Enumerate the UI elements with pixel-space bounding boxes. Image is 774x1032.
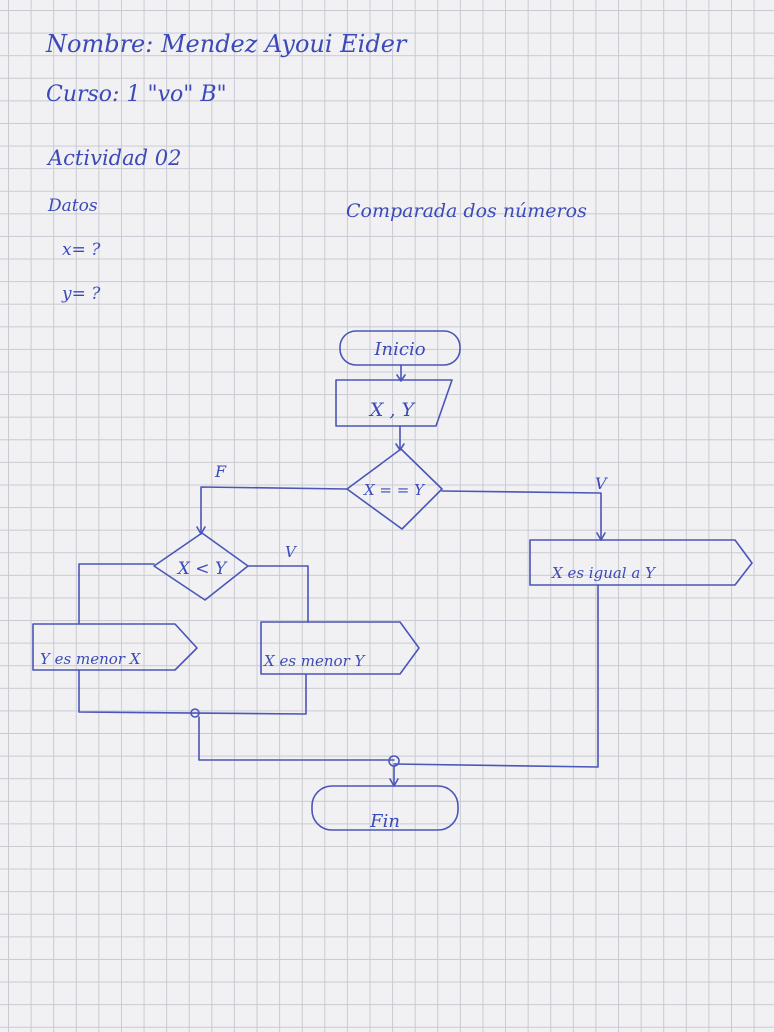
output-equal — [529, 539, 753, 586]
input-block — [335, 379, 453, 427]
decision2-true-label: V — [285, 543, 298, 561]
data-label: Datos — [48, 196, 98, 216]
course: Curso: 1 "vo" B" — [46, 82, 227, 107]
input-label: X , Y — [368, 399, 417, 421]
decision-x-equals-y — [346, 448, 443, 530]
y-data: y= ? — [62, 284, 101, 304]
end-terminator — [311, 785, 459, 831]
output-x-less — [260, 621, 420, 675]
x-data: x= ? — [62, 240, 101, 260]
decision1-label: X = = Y — [363, 481, 426, 499]
exercise-title: Comparada dos números — [346, 200, 587, 222]
decision2-label: X < Y — [176, 559, 228, 579]
decision1-false-label: F — [214, 462, 227, 481]
output-y-less — [32, 623, 198, 671]
student-name: Nombre: Mendez Ayoui Eider — [46, 30, 407, 58]
activity-title: Actividad 02 — [48, 146, 182, 170]
output-equal-label: X es igual a Y — [551, 564, 657, 582]
end-label: Fin — [369, 811, 400, 832]
output-x-less-label: X es menor Y — [263, 652, 367, 670]
start-label: Inicio — [373, 339, 425, 360]
start-terminator — [339, 330, 461, 366]
decision-x-less-y — [153, 532, 249, 601]
output-y-less-label: Y es menor X — [40, 650, 142, 668]
decision1-true-label: V — [595, 474, 608, 493]
